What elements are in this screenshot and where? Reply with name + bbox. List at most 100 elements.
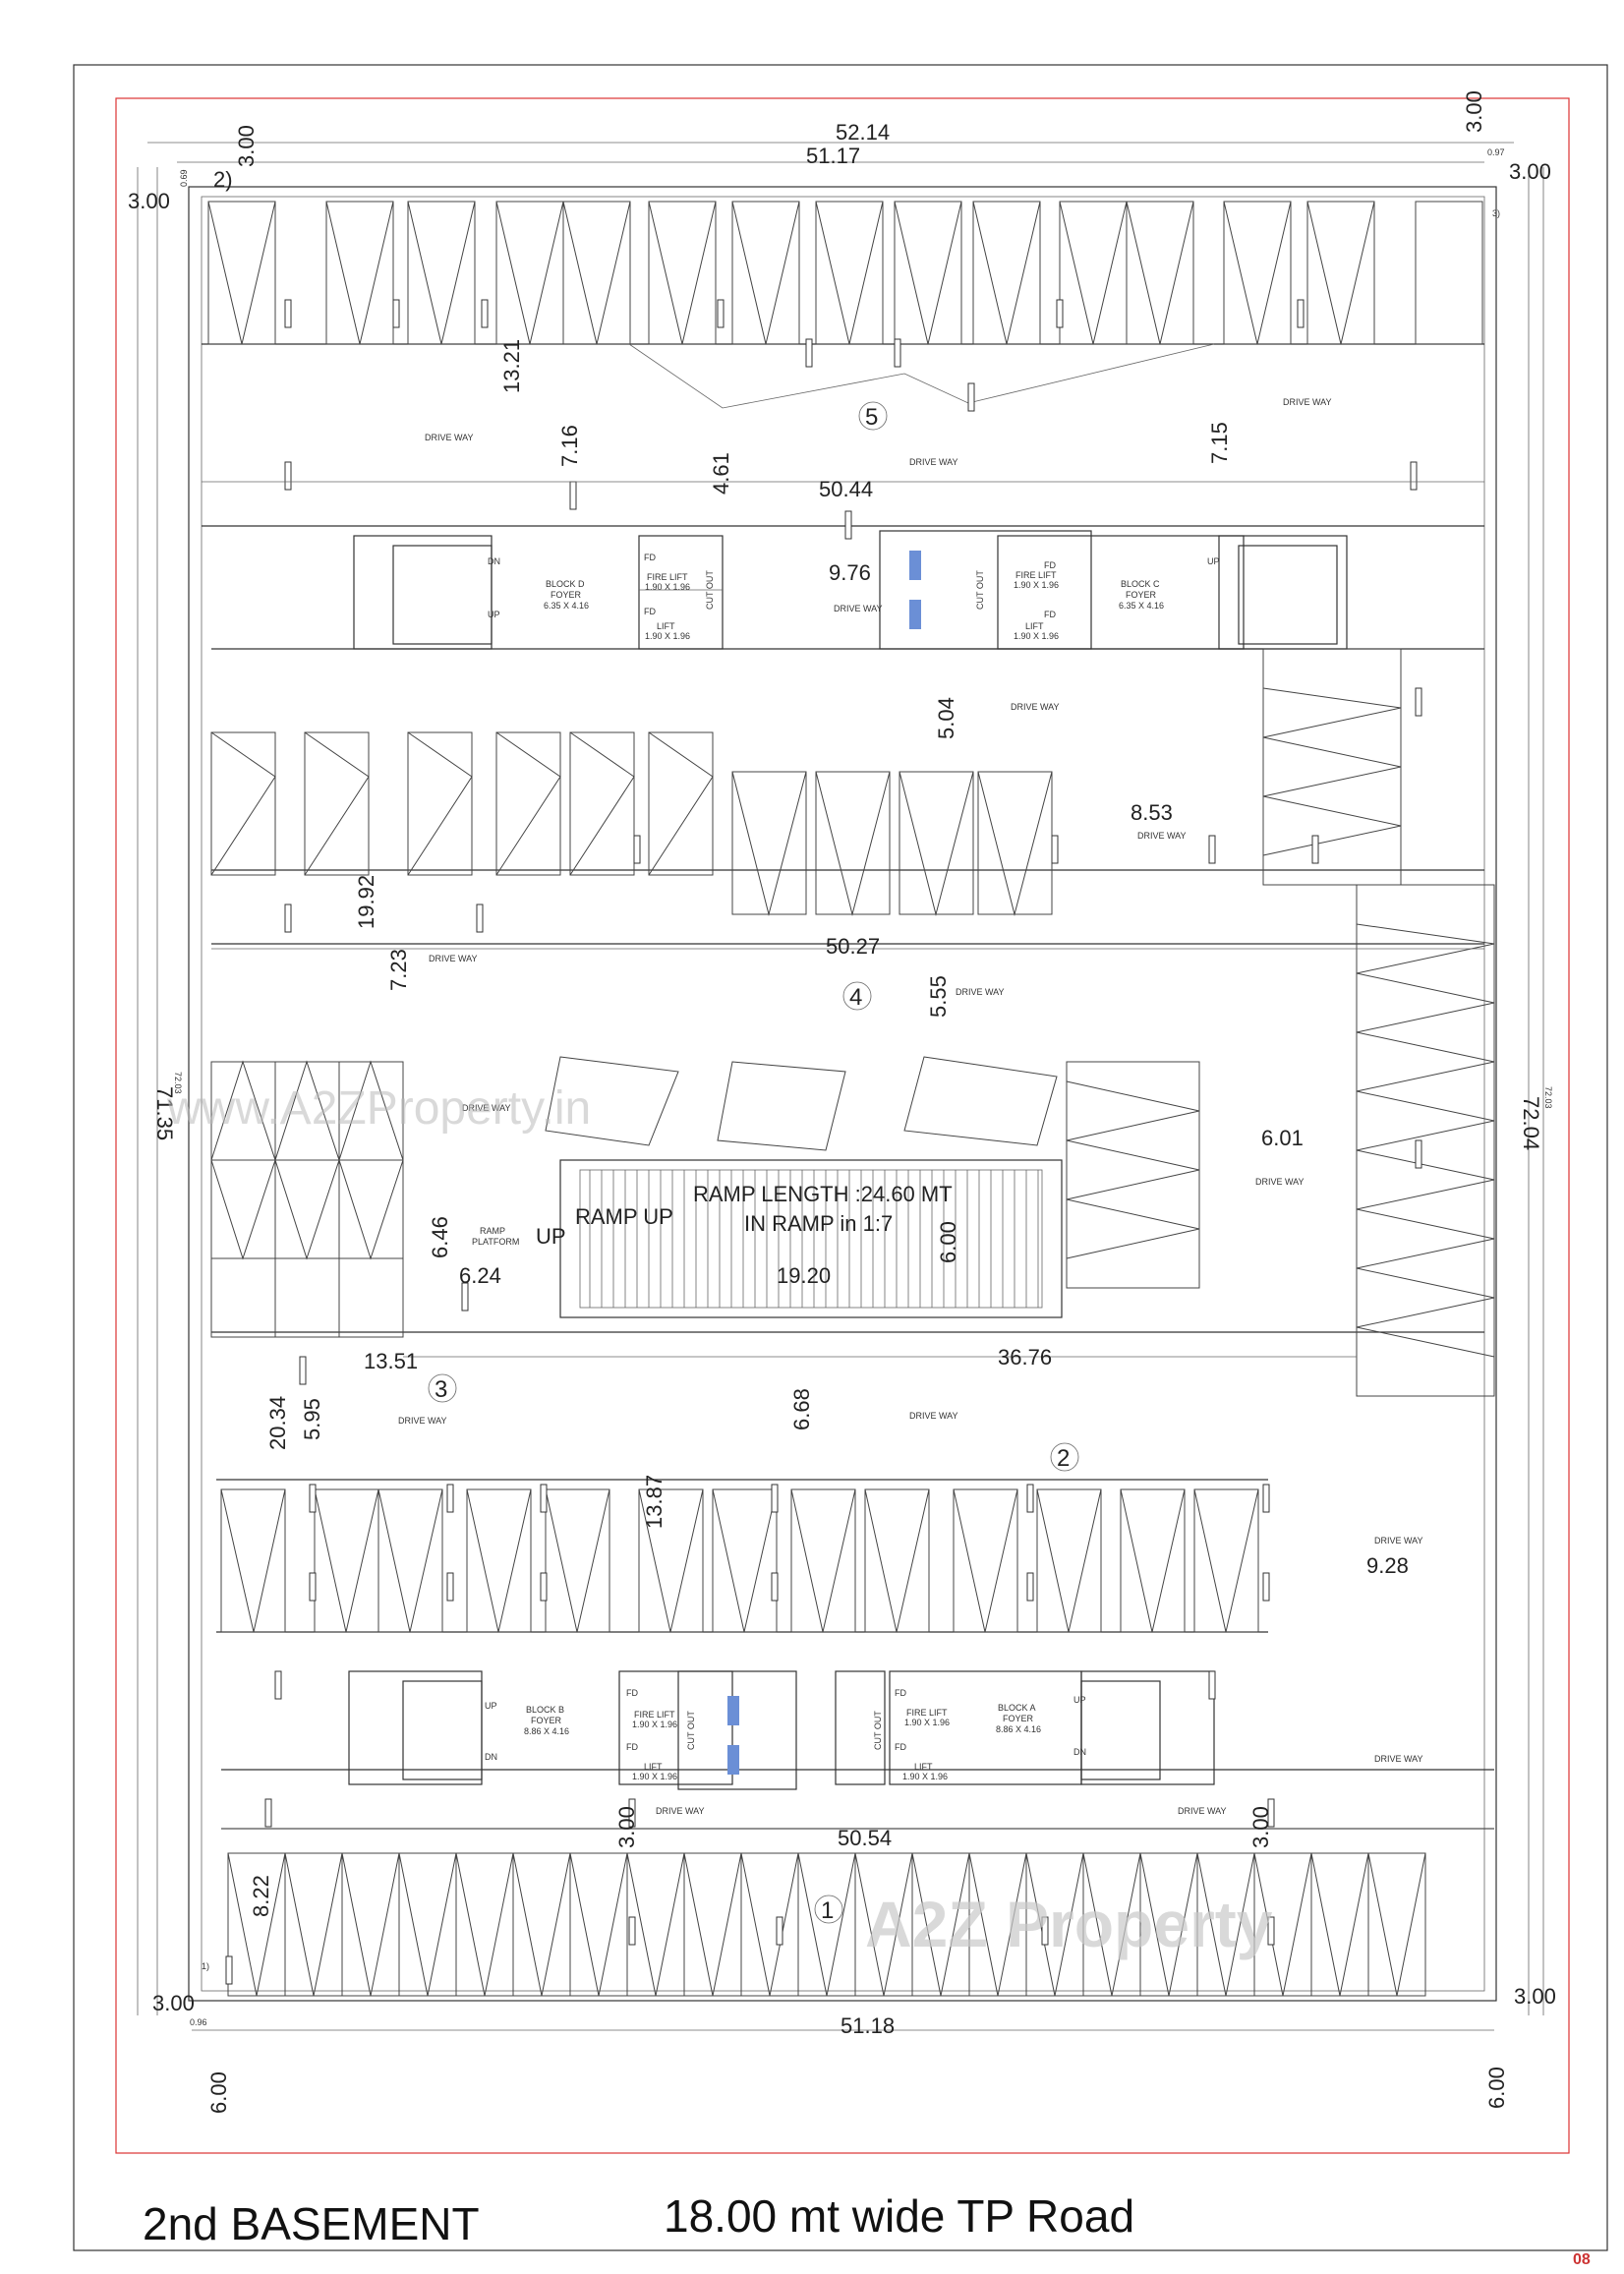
block-b-name: BLOCK B	[526, 1705, 564, 1715]
structural-column	[1026, 1484, 1034, 1513]
parking-bay-mark	[683, 1852, 742, 1997]
dim-value: 19.20	[777, 1263, 831, 1288]
structural-column	[1056, 299, 1064, 328]
dim-setback: 3.00	[234, 125, 259, 167]
dimension-lines	[137, 142, 1544, 2031]
structural-column	[717, 299, 725, 328]
zone-label-5: 5	[865, 404, 878, 431]
structural-column	[540, 1572, 548, 1602]
zone-circle-5	[858, 401, 888, 431]
parking-bay	[1310, 1852, 1369, 1997]
lift-label: LIFT	[1025, 621, 1044, 631]
fire-lift-size: 1.90 X 1.96	[645, 582, 690, 592]
parking-bay-mark	[626, 1852, 685, 1997]
parking-bay	[626, 1852, 685, 1997]
dim-offset: 0.69	[179, 169, 189, 187]
fire-lift-size: 1.90 X 1.96	[632, 1720, 677, 1729]
fd-label: FD	[626, 1688, 638, 1698]
parking-bay-mark	[1025, 1852, 1084, 1997]
dn-label: DN	[1073, 1747, 1086, 1757]
drive-way-label: DRIVE WAY	[909, 457, 958, 467]
parking-bay-mark	[854, 1852, 913, 1997]
parking-bay	[797, 1852, 856, 1997]
fire-lift-size: 1.90 X 1.96	[1014, 580, 1059, 590]
drive-way-label: DRIVE WAY	[1255, 1177, 1305, 1187]
fire-lift-label: FIRE LIFT	[634, 1710, 675, 1720]
structural-column	[284, 461, 292, 491]
dn-label: DN	[488, 556, 500, 566]
structural-column	[309, 1484, 317, 1513]
up-label: UP	[488, 610, 500, 619]
dim-right-inner: 72.03	[1543, 1086, 1553, 1109]
zone-circle-1	[814, 1895, 843, 1924]
parking-bay-mark	[968, 1852, 1027, 1997]
dim-offset: 0.97	[1487, 147, 1505, 157]
up-label: UP	[485, 1701, 497, 1711]
dim-value: 6.24	[459, 1263, 501, 1288]
dim-value: 8.22	[249, 1875, 273, 1917]
up-label: UP	[1073, 1695, 1086, 1705]
page-number: 08	[1573, 2251, 1591, 2268]
parking-bay	[569, 1852, 628, 1997]
angled-bays-row	[545, 1056, 1200, 1289]
drive-way-label: DRIVE WAY	[1374, 1754, 1423, 1764]
fd-label: FD	[626, 1742, 638, 1752]
drive-way-label: DRIVE WAY	[656, 1806, 705, 1816]
core-row-bottom	[348, 1670, 1215, 1790]
ramp-steps	[589, 1170, 1039, 1308]
building-outline	[188, 186, 1497, 2002]
dim-value: 13.87	[642, 1475, 667, 1529]
plot-boundary	[115, 97, 1570, 2154]
fd-label: FD	[895, 1688, 906, 1698]
drive-way-label: DRIVE WAY	[956, 987, 1005, 997]
zone-label-2: 2	[1057, 1445, 1070, 1472]
dim-value: 5.55	[926, 975, 951, 1018]
fire-lift-label: FIRE LIFT	[1015, 570, 1057, 580]
structural-column	[1267, 1798, 1275, 1828]
block-a-foyer: FOYER	[1003, 1714, 1034, 1723]
structural-column	[569, 481, 577, 510]
structural-column	[1262, 1572, 1270, 1602]
parking-bay-mark	[740, 1852, 799, 1997]
block-a-size: 8.86 X 4.16	[996, 1724, 1041, 1734]
cut-out-label: CUT OUT	[975, 570, 985, 610]
parking-bay	[512, 1852, 571, 1997]
structural-column	[476, 904, 484, 933]
structural-column	[1415, 1139, 1422, 1169]
drive-way-label: DRIVE WAY	[398, 1416, 447, 1426]
drive-way-label: DRIVE WAY	[429, 954, 478, 963]
structural-column	[805, 338, 813, 368]
road-title: 18.00 mt wide TP Road	[664, 2190, 1134, 2242]
dim-value: 6.68	[789, 1388, 814, 1430]
structural-column	[844, 510, 852, 540]
structural-column	[299, 1356, 307, 1385]
zone-circle-2	[1050, 1442, 1079, 1472]
drive-way-label: DRIVE WAY	[1374, 1536, 1423, 1545]
parking-bay	[683, 1852, 742, 1997]
fd-label: FD	[1044, 610, 1056, 619]
dim-mark: 1)	[202, 1961, 209, 1971]
dim-value: 36.76	[998, 1345, 1052, 1370]
cut-out-label: CUT OUT	[686, 1711, 696, 1750]
zone-label-4: 4	[849, 984, 862, 1011]
parking-column-left	[210, 1060, 404, 1338]
structural-column	[771, 1572, 779, 1602]
structural-column	[1297, 299, 1305, 328]
dim-top-overall: 52.14	[836, 120, 890, 145]
structural-column	[461, 1282, 469, 1312]
ramp-ladder-right	[1356, 884, 1495, 1397]
structural-column	[284, 904, 292, 933]
fd-label: FD	[644, 607, 656, 616]
structural-columns	[225, 299, 1422, 1985]
structural-column	[274, 1670, 282, 1700]
structural-column	[264, 1798, 272, 1828]
dim-value: 19.92	[354, 875, 378, 929]
structural-column	[540, 1484, 548, 1513]
parking-bay-mark	[1196, 1852, 1255, 1997]
ramp-platform-label: PLATFORM	[472, 1237, 519, 1247]
dim-top-inner: 51.17	[806, 144, 860, 168]
parking-bay	[398, 1852, 457, 1997]
block-c-name: BLOCK C	[1121, 579, 1160, 589]
block-a-name: BLOCK A	[998, 1703, 1036, 1713]
